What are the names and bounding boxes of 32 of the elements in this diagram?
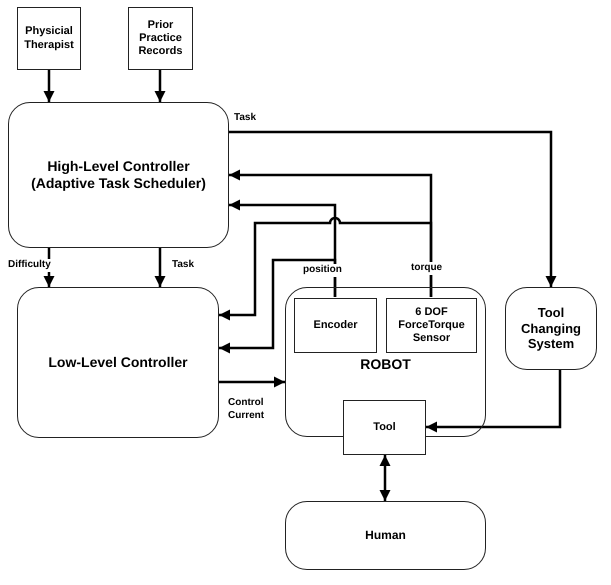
edge-label: torque (410, 262, 444, 274)
node-label: Encoder (313, 318, 358, 332)
arrow (44, 70, 54, 102)
arrow (154, 70, 166, 102)
node-label: ROBOT (360, 356, 411, 373)
process-box (128, 7, 193, 70)
controller-box (17, 287, 219, 438)
node-label: Human (365, 528, 406, 543)
arrow (154, 248, 166, 287)
process-box (505, 287, 597, 370)
node-label: Tool (373, 420, 396, 434)
node-label: Prior Practice Records (137, 18, 184, 58)
process-box (285, 501, 486, 570)
node-label: Physicial Therapist (23, 25, 75, 52)
node-label: 6 DOF ForceTorque Sensor (397, 306, 466, 346)
component-box (294, 298, 377, 353)
edge-label: position (302, 264, 343, 276)
arrow (219, 376, 285, 388)
arrow (219, 258, 336, 354)
process-box (17, 7, 81, 70)
robot-box (285, 287, 486, 437)
arrow (380, 455, 390, 501)
arrow (426, 370, 562, 432)
node-label: Tool Changing System (520, 305, 582, 352)
arrow (219, 216, 432, 320)
arrow (229, 130, 556, 287)
node-label: Low-Level Controller (48, 354, 188, 371)
controller-box (8, 102, 229, 248)
node-label: High-Level Controller (Adaptive Task Scheduler) (30, 158, 207, 192)
component-box (343, 400, 426, 455)
component-box (386, 298, 477, 353)
edge-label: Difficulty (7, 259, 52, 272)
